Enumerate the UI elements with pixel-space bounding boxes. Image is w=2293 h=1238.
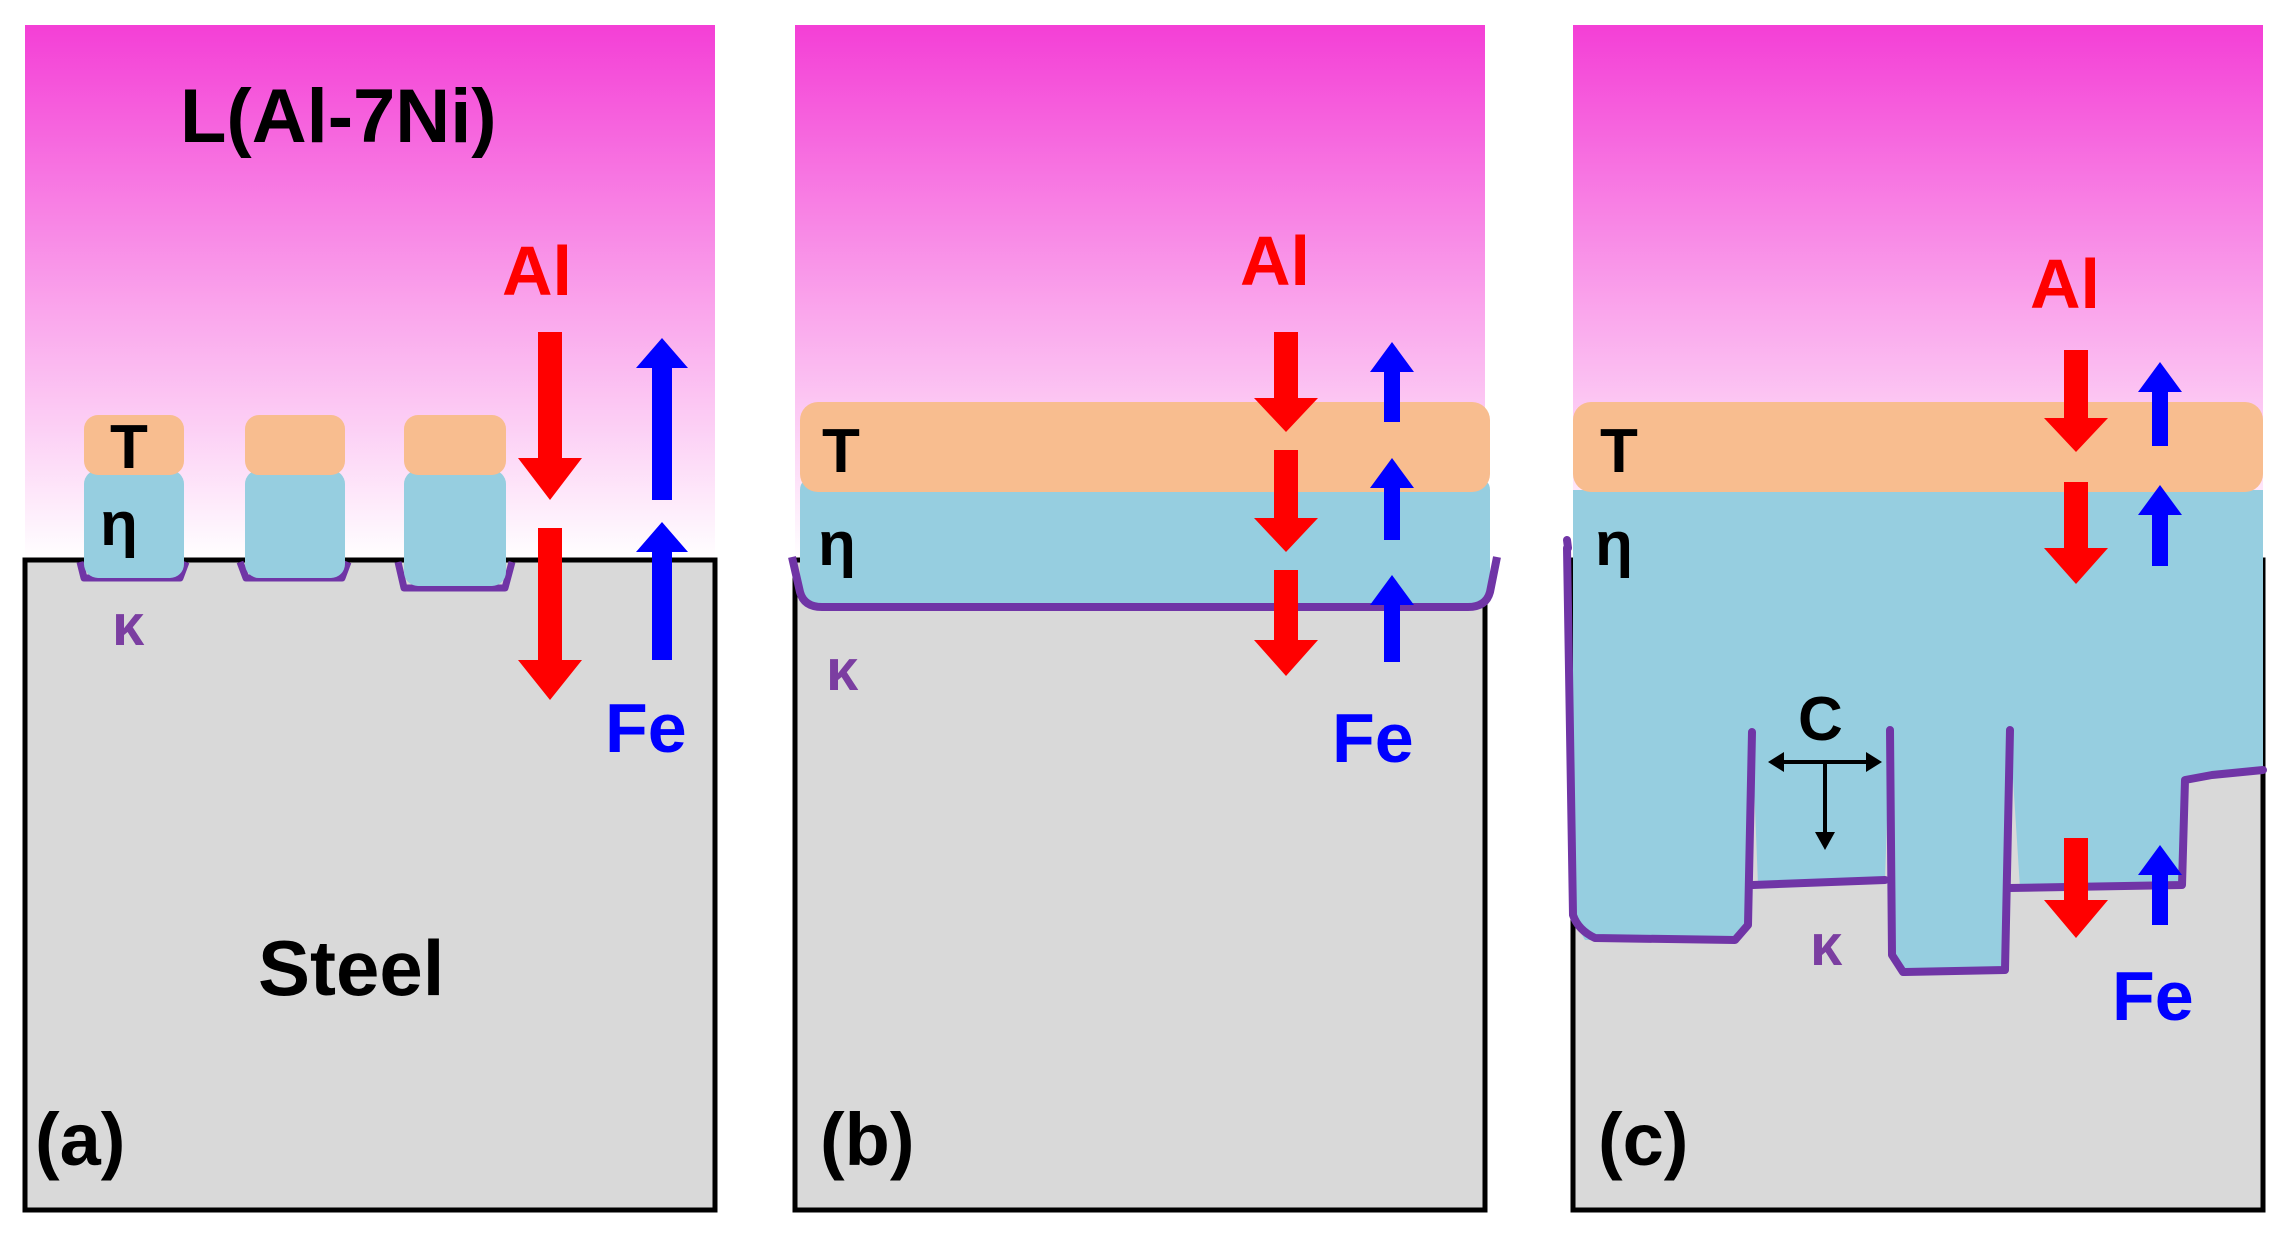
t-layer (800, 402, 1490, 492)
intermetallic-island (236, 415, 352, 582)
steel-substrate (22, 557, 718, 1213)
al-label: Al (2030, 245, 2100, 323)
fe-label: Fe (1332, 699, 1414, 777)
intermetallic-island (76, 415, 190, 582)
kappa-layer (788, 556, 1501, 611)
al-diffusion-arrow (1254, 332, 1318, 676)
kappa-phase-label: κ (112, 593, 145, 658)
eta-layer (1573, 490, 2263, 972)
crack-growth-arrows (1768, 752, 1882, 850)
kappa-phase-label: κ (826, 638, 859, 703)
panel-caption: (b) (820, 1098, 915, 1181)
eta-phase-label: η (818, 510, 856, 579)
panel-c: T η κ C Al Fe (c) (1563, 25, 2267, 1213)
panel-caption: (c) (1598, 1098, 1688, 1181)
t-layer (245, 415, 345, 475)
eta-layer (404, 470, 506, 586)
panel-caption: (a) (35, 1098, 125, 1181)
liquid-label: L(Al-7Ni) (180, 74, 497, 159)
panel-b: T η κ Al Fe (b) (788, 25, 1501, 1213)
fe-label: Fe (2112, 957, 2194, 1035)
t-phase-label: T (110, 413, 148, 482)
eta-layer (245, 470, 345, 578)
t-phase-label: T (1600, 417, 1638, 486)
intermetallic-island (394, 415, 516, 592)
al-label: Al (502, 232, 572, 310)
t-phase-label: T (822, 417, 860, 486)
kappa-layer (394, 561, 516, 592)
eta-phase-label: η (100, 490, 138, 559)
al-diffusion-arrow (518, 332, 582, 700)
fe-diffusion-arrow (636, 338, 688, 660)
al-diffusion-arrow (2044, 350, 2108, 938)
t-layer (404, 415, 506, 475)
kappa-layer (1563, 536, 2267, 976)
steel-substrate (792, 557, 1488, 1213)
steel-label: Steel (258, 924, 444, 1012)
t-layer (84, 415, 184, 475)
eta-phase-label: η (1595, 510, 1633, 579)
fe-diffusion-arrow (2138, 362, 2182, 925)
fe-diffusion-arrow (1370, 342, 1414, 662)
crack-label: C (1798, 685, 1843, 754)
kappa-phase-label: κ (1810, 913, 1843, 978)
panel-a: L(Al-7Ni) T η κ Steel Al Fe (a) (22, 25, 718, 1213)
eta-layer (800, 480, 1490, 607)
al-label: Al (1240, 222, 1310, 300)
fe-label: Fe (605, 689, 687, 767)
eta-layer (84, 470, 184, 578)
